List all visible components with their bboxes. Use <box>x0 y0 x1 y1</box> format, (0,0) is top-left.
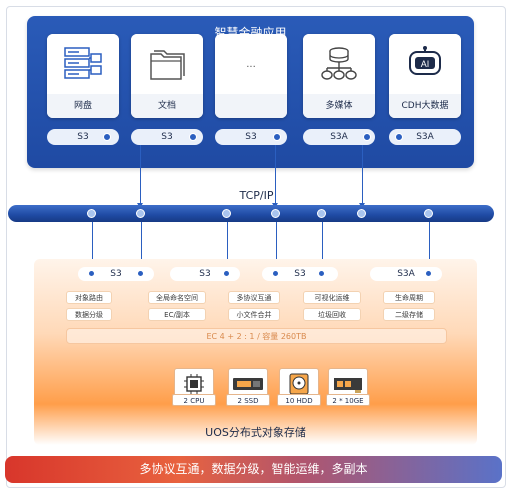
app-protocol-badge: S3 <box>215 129 287 145</box>
feature-chip: 全局命名空间 <box>148 291 206 304</box>
storage-protocol-label: S3 <box>110 269 122 279</box>
feature-chip: 多协议互通 <box>228 291 280 304</box>
ai-badge-text: AI <box>421 59 430 69</box>
app-card-ellipsis: ... <box>246 58 256 70</box>
bus-node <box>317 209 326 218</box>
app-card-multimedia: 多媒体 <box>303 34 375 118</box>
feature-chip: 生命周期 <box>383 291 435 304</box>
storage-protocol-label: S3A <box>397 269 415 279</box>
connector-dot <box>137 270 144 277</box>
bus-node <box>222 209 231 218</box>
tcp-ip-bus <box>8 205 494 222</box>
connector-dot <box>425 270 432 277</box>
bus-node <box>271 209 280 218</box>
bus-node <box>87 209 96 218</box>
app-protocol-badge: S3A <box>303 129 375 145</box>
hardware-label: 2 CPU <box>172 394 216 406</box>
app-card-label: 多媒体 <box>303 94 375 118</box>
app-protocol-label: S3 <box>245 132 257 142</box>
bus-node <box>424 209 433 218</box>
connector-dot <box>318 270 325 277</box>
app-protocol-badge: S3A <box>389 129 461 145</box>
hardware-label: 2 * 10GE <box>326 394 370 406</box>
connector-dot <box>88 270 95 277</box>
connector-dot <box>189 133 197 141</box>
app-protocol-badge: S3 <box>131 129 203 145</box>
network-label: TCP/IP <box>239 189 274 202</box>
database-network-icon <box>303 34 375 94</box>
connector-line <box>227 222 228 268</box>
feature-chip: 数据分级 <box>66 308 112 321</box>
app-card-label: 网盘 <box>47 94 119 118</box>
connector-dot <box>223 270 230 277</box>
feature-chip: 二级存储 <box>383 308 435 321</box>
ec-capacity-bar: EC 4 + 2 : 1 / 容量 260TB <box>66 328 447 344</box>
connector-line <box>276 222 277 268</box>
ssd-icon <box>229 373 267 395</box>
app-card-netdisk: 网盘 <box>47 34 119 118</box>
feature-chip: 可视化运维 <box>303 291 361 304</box>
hardware-label: 2 SSD <box>226 394 270 406</box>
cpu-icon <box>175 373 213 395</box>
app-card-documents: 文档 <box>131 34 203 118</box>
connector-line <box>92 222 93 268</box>
hdd-icon <box>280 373 318 395</box>
server-stack-icon <box>47 34 119 94</box>
connector-line <box>362 145 363 205</box>
storage-protocol-badge: S3 <box>78 267 154 281</box>
app-protocol-badge: S3 <box>47 129 119 145</box>
nic-icon <box>329 373 367 395</box>
feature-chip: 对象路由 <box>66 291 112 304</box>
storage-protocol-badge: S3 <box>170 267 240 281</box>
ai-robot-icon: AI <box>389 34 461 94</box>
connector-dot <box>103 133 111 141</box>
connector-line <box>140 145 141 205</box>
storage-protocol-badge: S3A <box>370 267 442 281</box>
app-card-more: ... <box>215 34 287 118</box>
folders-icon <box>131 34 203 94</box>
hardware-label: 10 HDD <box>277 394 321 406</box>
storage-protocol-label: S3 <box>294 269 306 279</box>
app-protocol-label: S3A <box>416 132 434 142</box>
connector-dot <box>273 133 281 141</box>
feature-chip: 垃圾回收 <box>303 308 361 321</box>
storage-panel <box>34 259 477 445</box>
app-protocol-label: S3 <box>77 132 89 142</box>
app-card-cdh-bigdata: AI CDH大数据 <box>389 34 461 118</box>
connector-dot <box>272 270 279 277</box>
bus-node <box>136 209 145 218</box>
app-card-label-empty <box>215 94 287 118</box>
app-protocol-label: S3A <box>330 132 348 142</box>
connector-line <box>429 222 430 268</box>
feature-chip: EC/副本 <box>148 308 206 321</box>
connector-dot <box>363 133 371 141</box>
storage-protocol-label: S3 <box>199 269 211 279</box>
connector-line <box>322 222 323 268</box>
bus-node <box>357 209 366 218</box>
feature-chip: 小文件合并 <box>228 308 280 321</box>
storage-title: UOS分布式对象存储 <box>205 426 306 439</box>
app-protocol-label: S3 <box>161 132 173 142</box>
connector-line <box>141 222 142 268</box>
summary-banner: 多协议互通，数据分级，智能运维，多副本 <box>5 456 502 483</box>
app-card-placeholder: ... <box>215 34 287 94</box>
connector-dot <box>395 133 403 141</box>
app-card-label: 文档 <box>131 94 203 118</box>
app-card-label: CDH大数据 <box>389 94 461 118</box>
connector-line <box>275 145 276 205</box>
